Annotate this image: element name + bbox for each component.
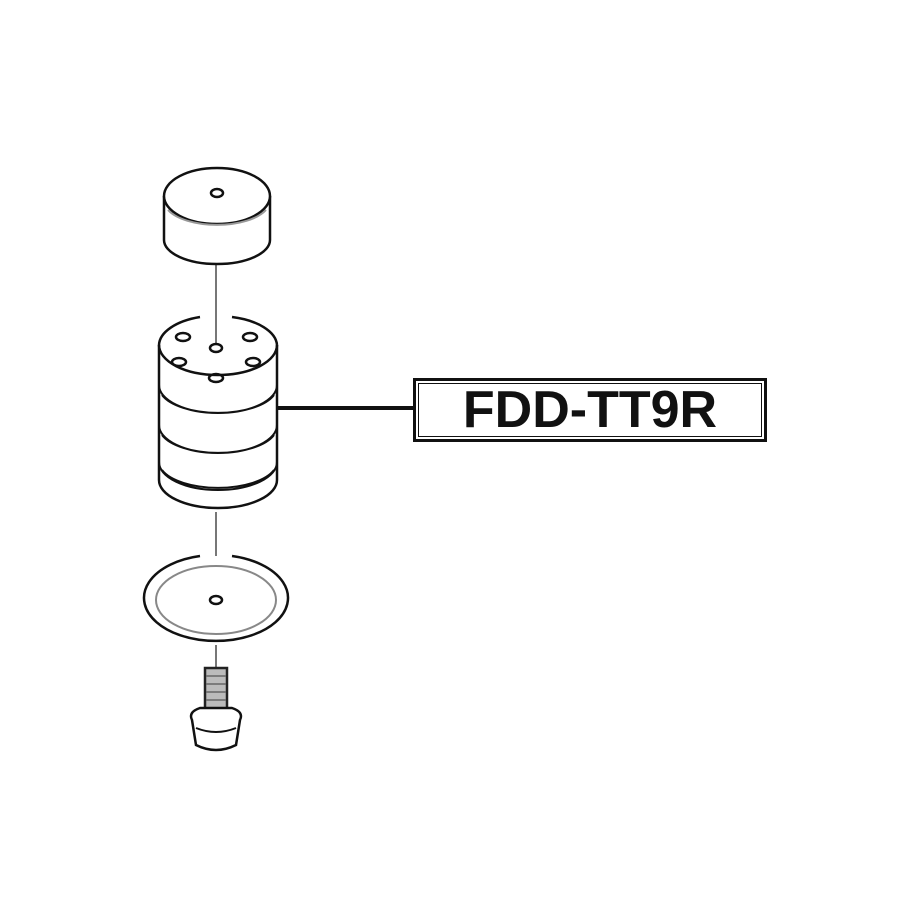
part-number-inner-frame: FDD-TT9R	[418, 383, 762, 437]
lower-plate	[142, 554, 290, 643]
cap-hole-icon	[209, 187, 225, 199]
bump-stopper	[157, 315, 279, 510]
part-number-text: FDD-TT9R	[462, 381, 718, 439]
top-cap	[162, 166, 272, 266]
part-number-label: FDD-TT9R	[413, 378, 767, 442]
bolt	[189, 666, 243, 752]
